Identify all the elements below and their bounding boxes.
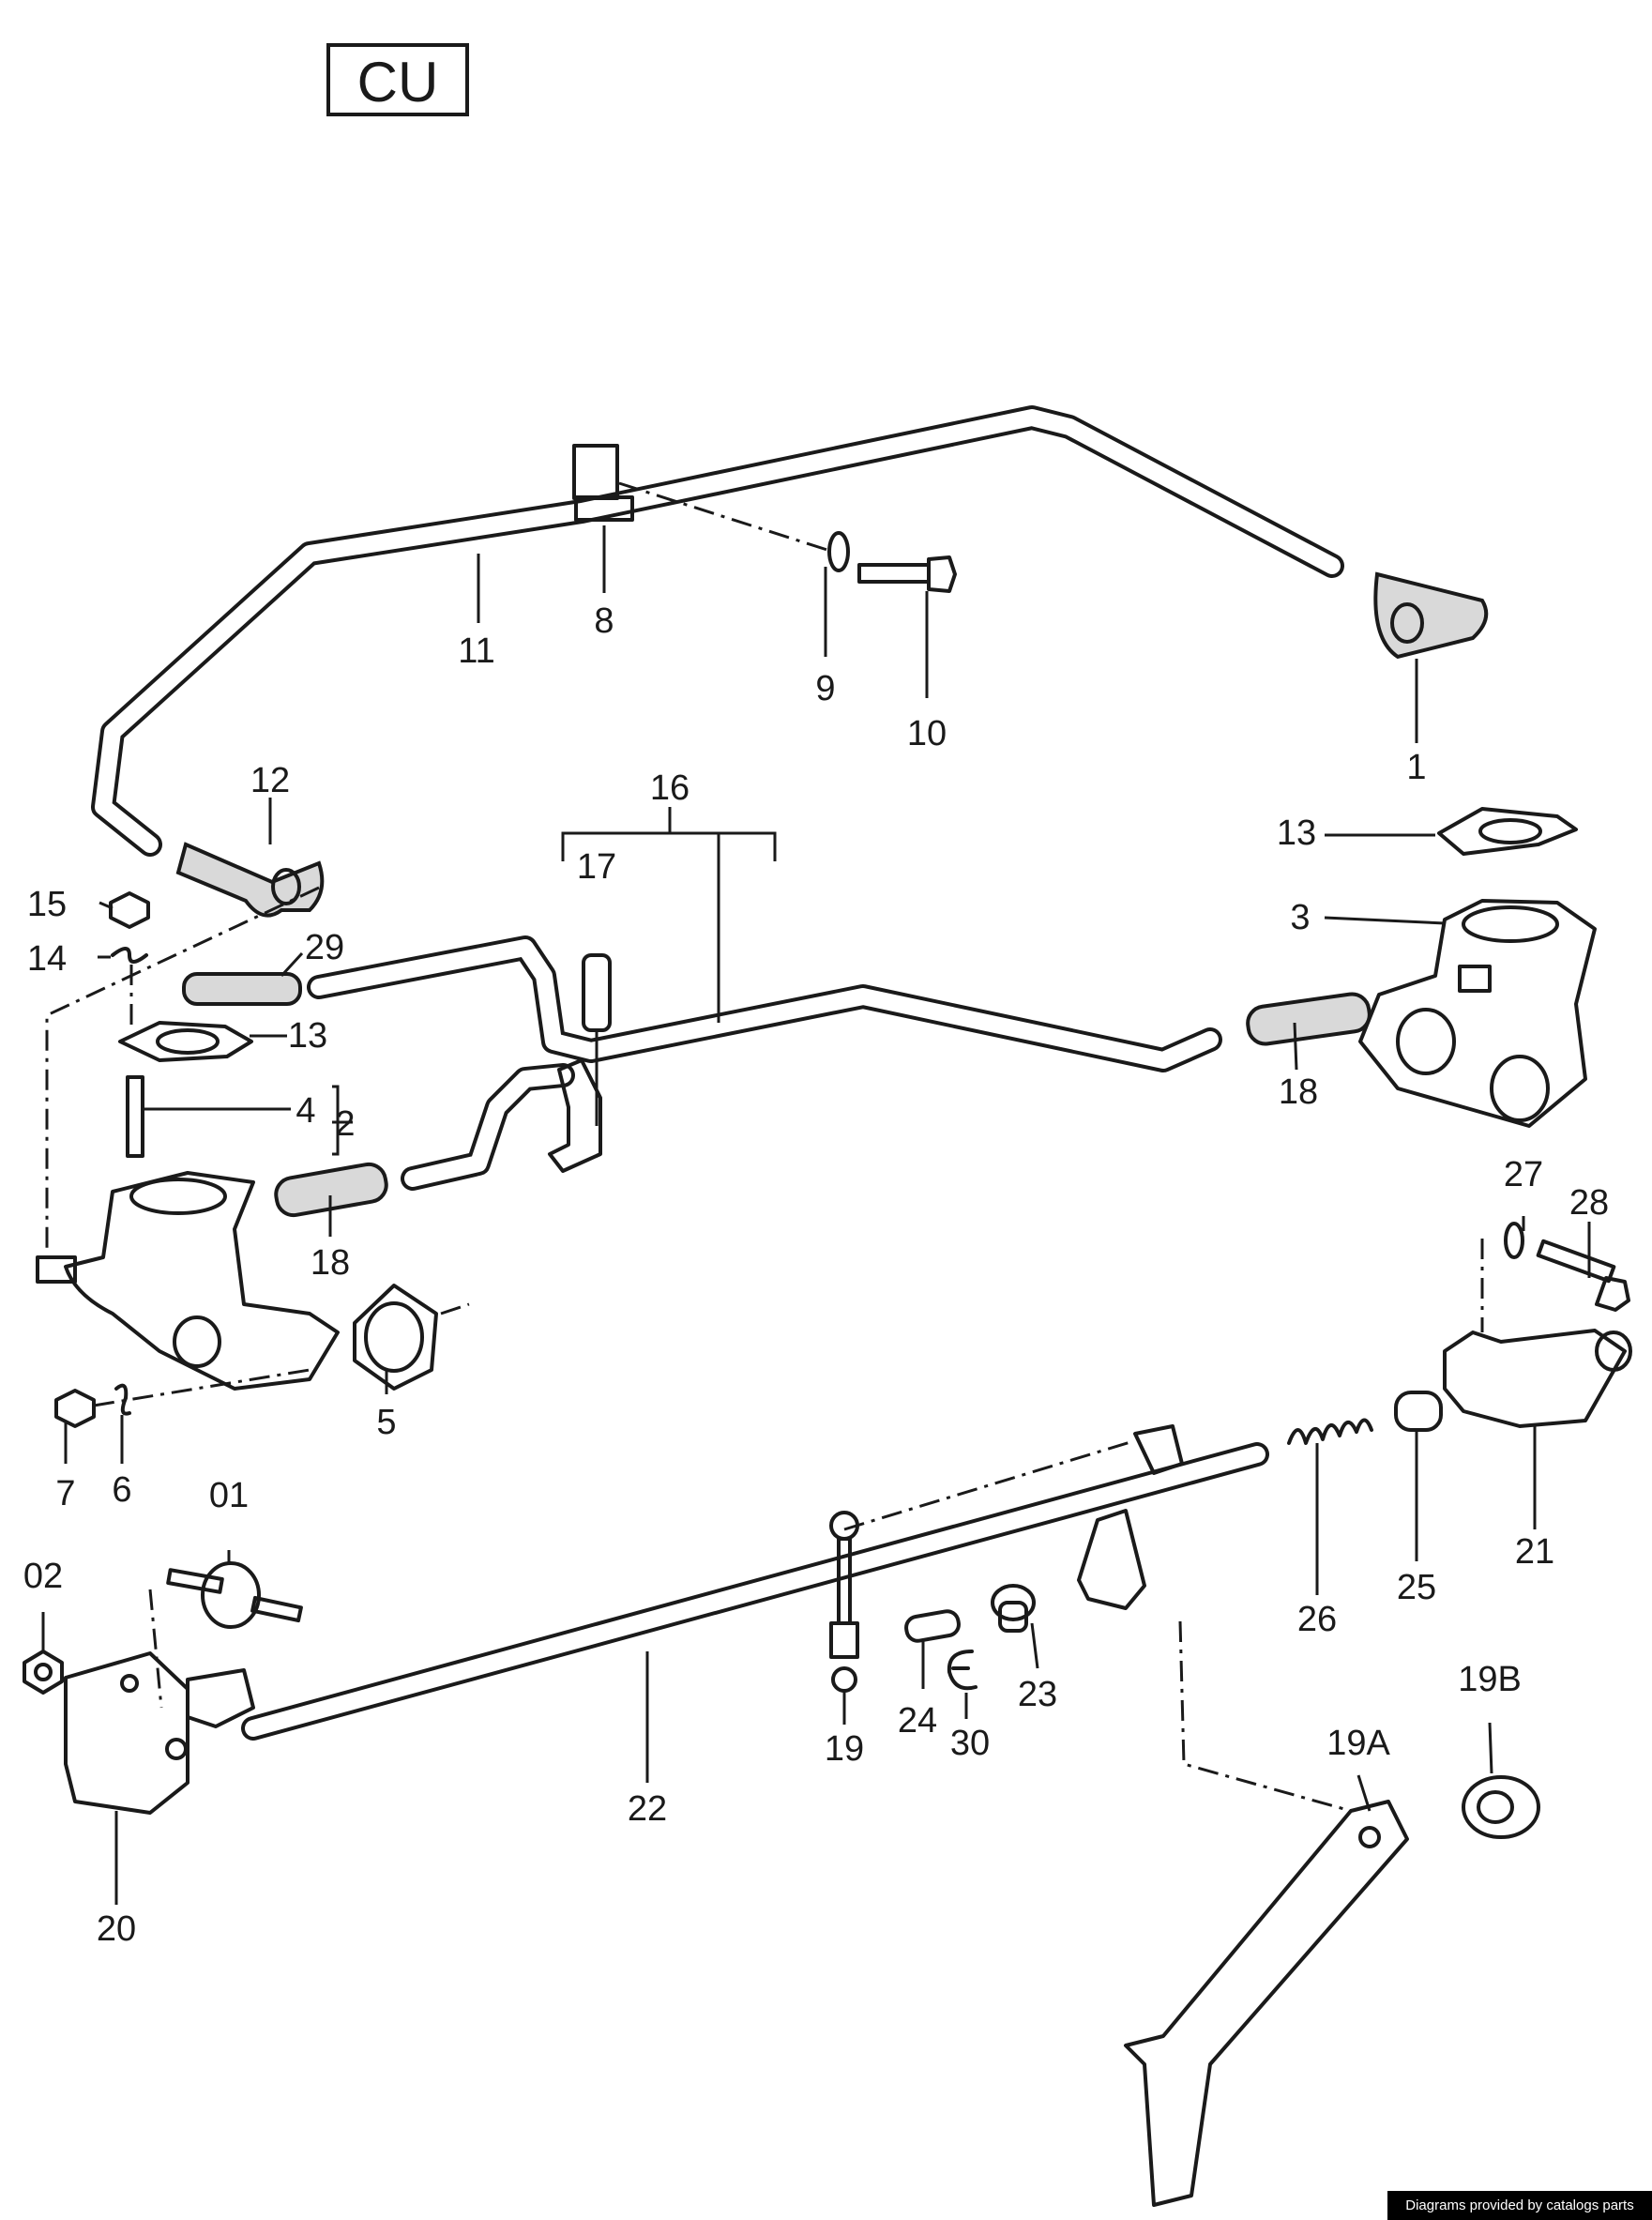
leader-lines	[41, 525, 1591, 1905]
callout-labels: 1 2 3 4 5 6 7 8 9 10 11 12 13 13 14 15 1…	[23, 601, 1609, 1949]
axis-line-nut-7	[93, 1368, 311, 1407]
callout-10: 10	[907, 714, 947, 753]
callout-18-left: 18	[311, 1243, 350, 1283]
callout-9: 9	[815, 669, 835, 708]
callout-30: 30	[950, 1724, 990, 1763]
callout-8: 8	[594, 601, 614, 641]
callout-14: 14	[27, 939, 67, 979]
bushing-25	[1394, 1391, 1443, 1432]
bracket-20	[64, 1651, 189, 1815]
callout-15: 15	[27, 885, 67, 924]
callout-13-left: 13	[288, 1016, 327, 1056]
gasket-5	[353, 1284, 438, 1391]
gasket-13-right	[1437, 807, 1578, 856]
stud-4	[126, 1075, 144, 1158]
spring-26	[1287, 1418, 1373, 1445]
hose-29	[182, 972, 302, 1006]
bushing-23	[991, 1584, 1036, 1633]
callout-21: 21	[1515, 1532, 1554, 1572]
washer-6	[114, 1383, 131, 1416]
axis-line-shaft-22	[843, 1439, 1134, 1531]
bolt-28	[1536, 1239, 1630, 1312]
callout-19b: 19B	[1458, 1660, 1522, 1699]
pedal-arm-19a	[1124, 1800, 1409, 2207]
hose-end-1	[1373, 571, 1489, 660]
diagram-credit: Diagrams provided by catalogs parts	[1387, 2191, 1652, 2220]
washer-27	[1504, 1222, 1524, 1259]
callout-6: 6	[112, 1470, 131, 1510]
axis-line-gasket-5	[440, 1302, 470, 1315]
axis-line-pedal-19a	[1178, 1620, 1352, 1813]
callout-02: 02	[23, 1557, 63, 1596]
callout-5: 5	[376, 1403, 396, 1442]
callout-27: 27	[1504, 1155, 1543, 1194]
nut-7	[54, 1389, 96, 1428]
pin-24	[904, 1609, 961, 1643]
clamp-8	[572, 444, 634, 522]
middle-tube-16	[307, 935, 1222, 1191]
callout-28: 28	[1569, 1183, 1609, 1223]
hose-18-left	[274, 1162, 388, 1218]
callout-20: 20	[97, 1909, 136, 1949]
cross-shaft-22	[186, 1424, 1269, 1741]
nut-15	[109, 891, 150, 929]
callout-13-right: 13	[1277, 813, 1316, 853]
callout-19: 19	[825, 1729, 864, 1769]
callout-11: 11	[458, 631, 494, 671]
callout-4: 4	[296, 1091, 315, 1131]
callout-16: 16	[650, 768, 690, 808]
callout-3: 3	[1290, 898, 1310, 937]
callout-29: 29	[305, 928, 344, 967]
axis-line-bolt-10	[618, 481, 834, 554]
gasket-13-left	[118, 1021, 253, 1062]
bracket-21	[1443, 1329, 1632, 1428]
callout-18-right: 18	[1279, 1072, 1318, 1112]
callout-7: 7	[55, 1474, 75, 1513]
upper-tube-11	[91, 405, 1344, 857]
callout-01: 01	[209, 1476, 249, 1515]
clip-30	[947, 1650, 978, 1691]
tee-piece-12	[175, 842, 325, 918]
callout-23: 23	[1018, 1675, 1057, 1714]
callout-17: 17	[577, 847, 616, 887]
callout-22: 22	[628, 1789, 667, 1829]
callout-26: 26	[1297, 1600, 1337, 1639]
callout-24: 24	[898, 1701, 937, 1741]
code-box-label: CU	[357, 51, 439, 114]
axis-line-sensor-01	[148, 1589, 163, 1709]
intake-manifold-left	[36, 1171, 340, 1391]
code-box: CU	[326, 43, 469, 116]
callout-12: 12	[250, 761, 290, 800]
callout-25: 25	[1397, 1568, 1436, 1607]
link-rod-19	[829, 1511, 859, 1693]
callout-1: 1	[1406, 748, 1426, 787]
callout-19a: 19A	[1326, 1724, 1390, 1763]
sensor-01	[166, 1561, 303, 1629]
intake-manifold-right	[1358, 899, 1597, 1128]
grommet-19b	[1462, 1775, 1540, 1839]
washer-9	[827, 531, 850, 572]
pin-17	[582, 953, 612, 1032]
bolt-10	[857, 555, 957, 593]
hose-18-right	[1246, 992, 1372, 1046]
nut-02	[23, 1650, 64, 1695]
callout-2: 2	[335, 1104, 355, 1144]
bracket-16	[548, 1058, 602, 1173]
washer-14	[111, 947, 148, 964]
